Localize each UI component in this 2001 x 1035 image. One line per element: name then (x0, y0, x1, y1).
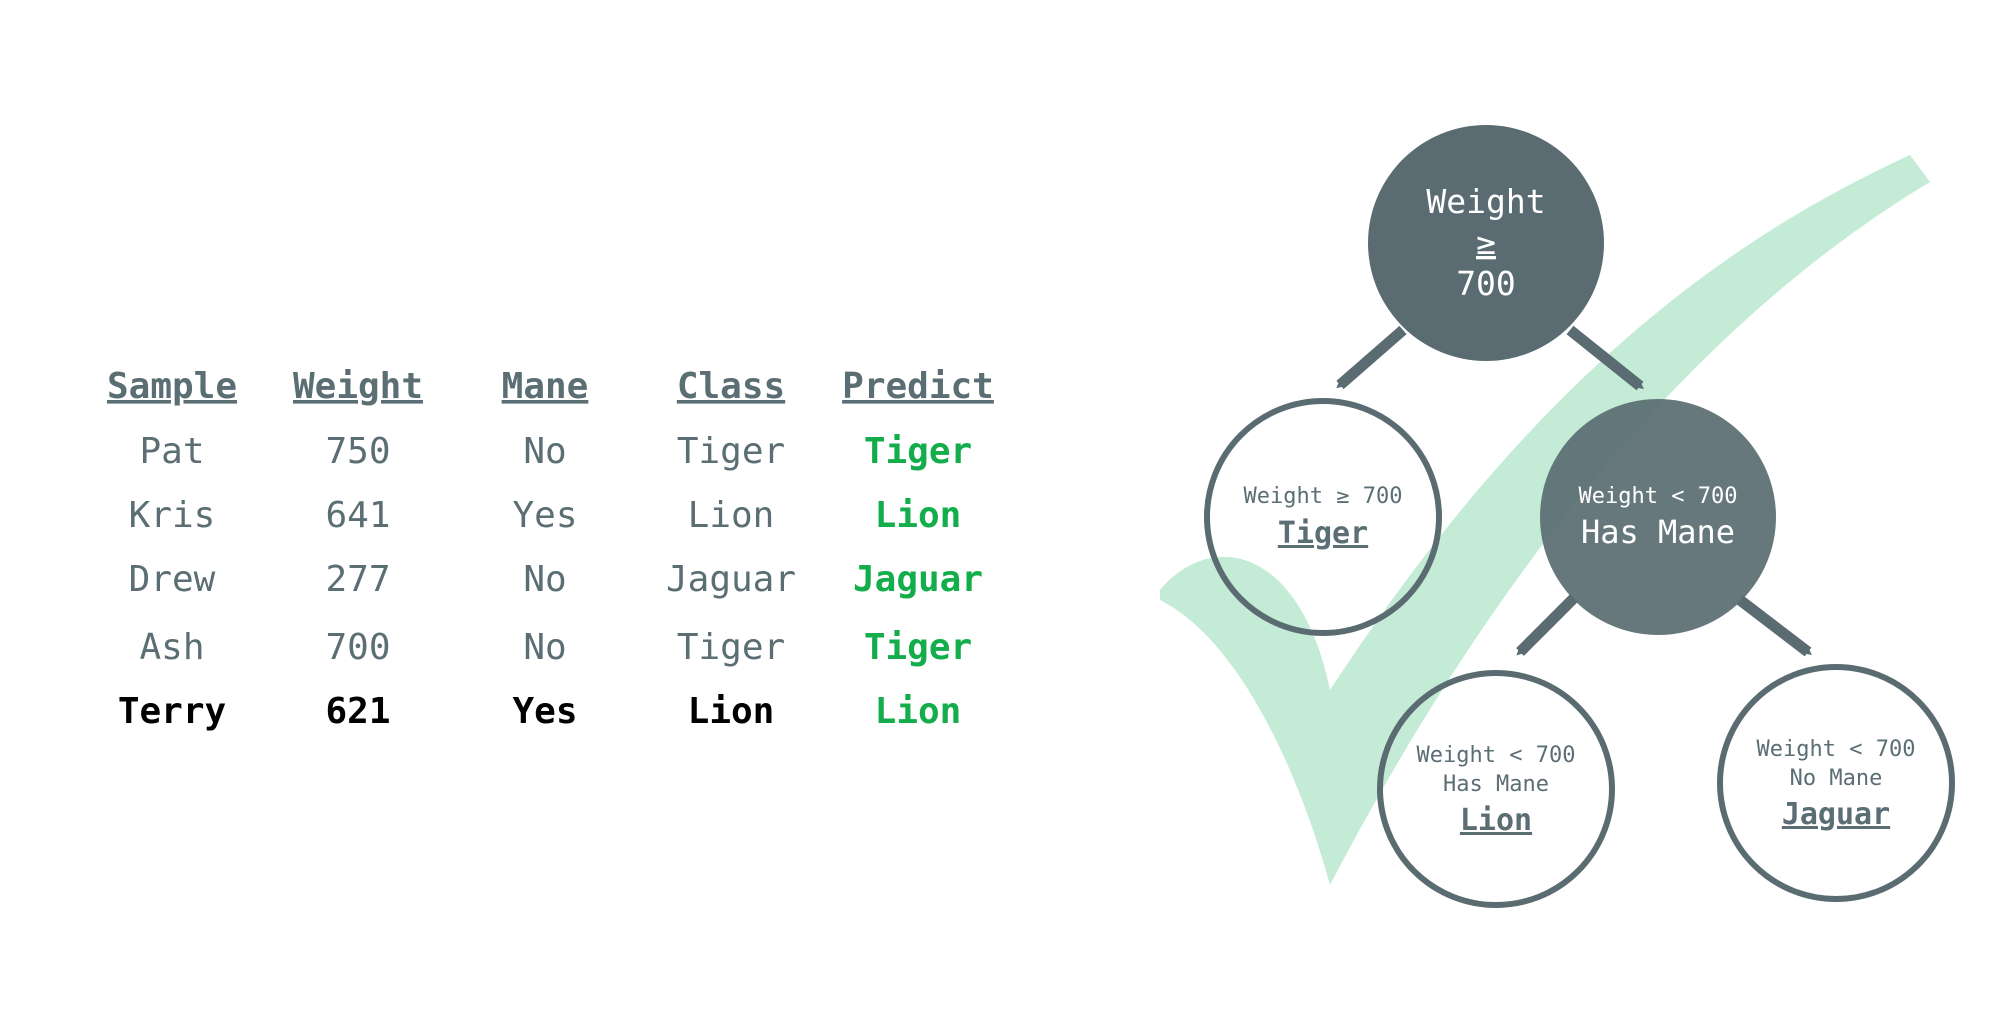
cell-sample: Drew (129, 559, 216, 600)
cell-predict: Tiger (864, 627, 972, 668)
tiger-leaf-circle (1204, 398, 1442, 636)
cell-weight: 621 (325, 691, 390, 732)
jaguar-leaf-condition2: No Mane (1790, 766, 1883, 791)
lion-leaf-condition2: Has Mane (1443, 772, 1549, 797)
cell-mane: No (523, 627, 566, 668)
tree-split-node: Weight < 700 Has Mane (1540, 399, 1776, 635)
header-weight: Weight (293, 366, 423, 407)
lion-leaf-label: Lion (1460, 803, 1532, 838)
cell-sample: Pat (139, 431, 204, 472)
split-label: Has Mane (1581, 513, 1735, 551)
table-row: Drew 277 No Jaguar Jaguar (129, 559, 983, 600)
tree-leaf-tiger: Weight ≥ 700 Tiger (1204, 398, 1442, 636)
cell-weight: 750 (325, 431, 390, 472)
data-table: Sample Weight Mane Class Predict Pat 750… (107, 366, 994, 732)
jaguar-leaf-condition1: Weight < 700 (1757, 737, 1916, 762)
edge-root-left (1336, 325, 1407, 390)
cell-class: Tiger (677, 627, 785, 668)
tree-leaf-jaguar: Weight < 700 No Mane Jaguar (1717, 664, 1955, 902)
jaguar-leaf-circle (1717, 664, 1955, 902)
root-label-line1: Weight (1426, 182, 1545, 221)
cell-mane: No (523, 431, 566, 472)
edge-root-right (1566, 325, 1644, 391)
tiger-leaf-label: Tiger (1278, 516, 1368, 551)
cell-class: Jaguar (666, 559, 796, 600)
root-circle (1368, 125, 1604, 361)
cell-sample: Ash (139, 627, 204, 668)
lion-leaf-condition1: Weight < 700 (1417, 743, 1576, 768)
cell-class: Tiger (677, 431, 785, 472)
tree-root-node: Weight ≥ 700 (1368, 125, 1604, 361)
split-condition: Weight < 700 (1579, 484, 1738, 509)
header-class: Class (677, 366, 785, 407)
root-label-line3: 700 (1456, 264, 1516, 303)
cell-weight: 277 (325, 559, 390, 600)
cell-predict: Jaguar (853, 559, 983, 600)
split-circle (1540, 399, 1776, 635)
cell-class: Lion (688, 495, 775, 536)
cell-mane: Yes (512, 495, 577, 536)
cell-weight: 641 (325, 495, 390, 536)
table-header: Sample Weight Mane Class Predict (107, 366, 994, 407)
edge-split-jaguar (1736, 595, 1812, 657)
edge-split-lion (1516, 594, 1578, 656)
table-row: Pat 750 No Tiger Tiger (139, 431, 972, 472)
cell-class: Lion (688, 691, 775, 732)
root-label-line2: ≥ (1476, 223, 1496, 262)
cell-predict: Lion (875, 495, 962, 536)
cell-predict: Lion (875, 691, 962, 732)
cell-mane: No (523, 559, 566, 600)
table-row: Kris 641 Yes Lion Lion (129, 495, 962, 536)
tree-edges (1336, 325, 1812, 657)
jaguar-leaf-label: Jaguar (1782, 797, 1890, 832)
header-mane: Mane (502, 366, 589, 407)
cell-sample: Terry (118, 691, 226, 732)
cell-predict: Tiger (864, 431, 972, 472)
cell-weight: 700 (325, 627, 390, 668)
lion-leaf-circle (1377, 670, 1615, 908)
cell-sample: Kris (129, 495, 216, 536)
header-sample: Sample (107, 366, 237, 407)
table-row: Terry 621 Yes Lion Lion (118, 691, 962, 732)
cell-mane: Yes (512, 691, 577, 732)
tiger-leaf-condition: Weight ≥ 700 (1244, 484, 1403, 509)
header-predict: Predict (842, 366, 994, 407)
tree-leaf-lion: Weight < 700 Has Mane Lion (1377, 670, 1615, 908)
table-row: Ash 700 No Tiger Tiger (139, 627, 972, 668)
